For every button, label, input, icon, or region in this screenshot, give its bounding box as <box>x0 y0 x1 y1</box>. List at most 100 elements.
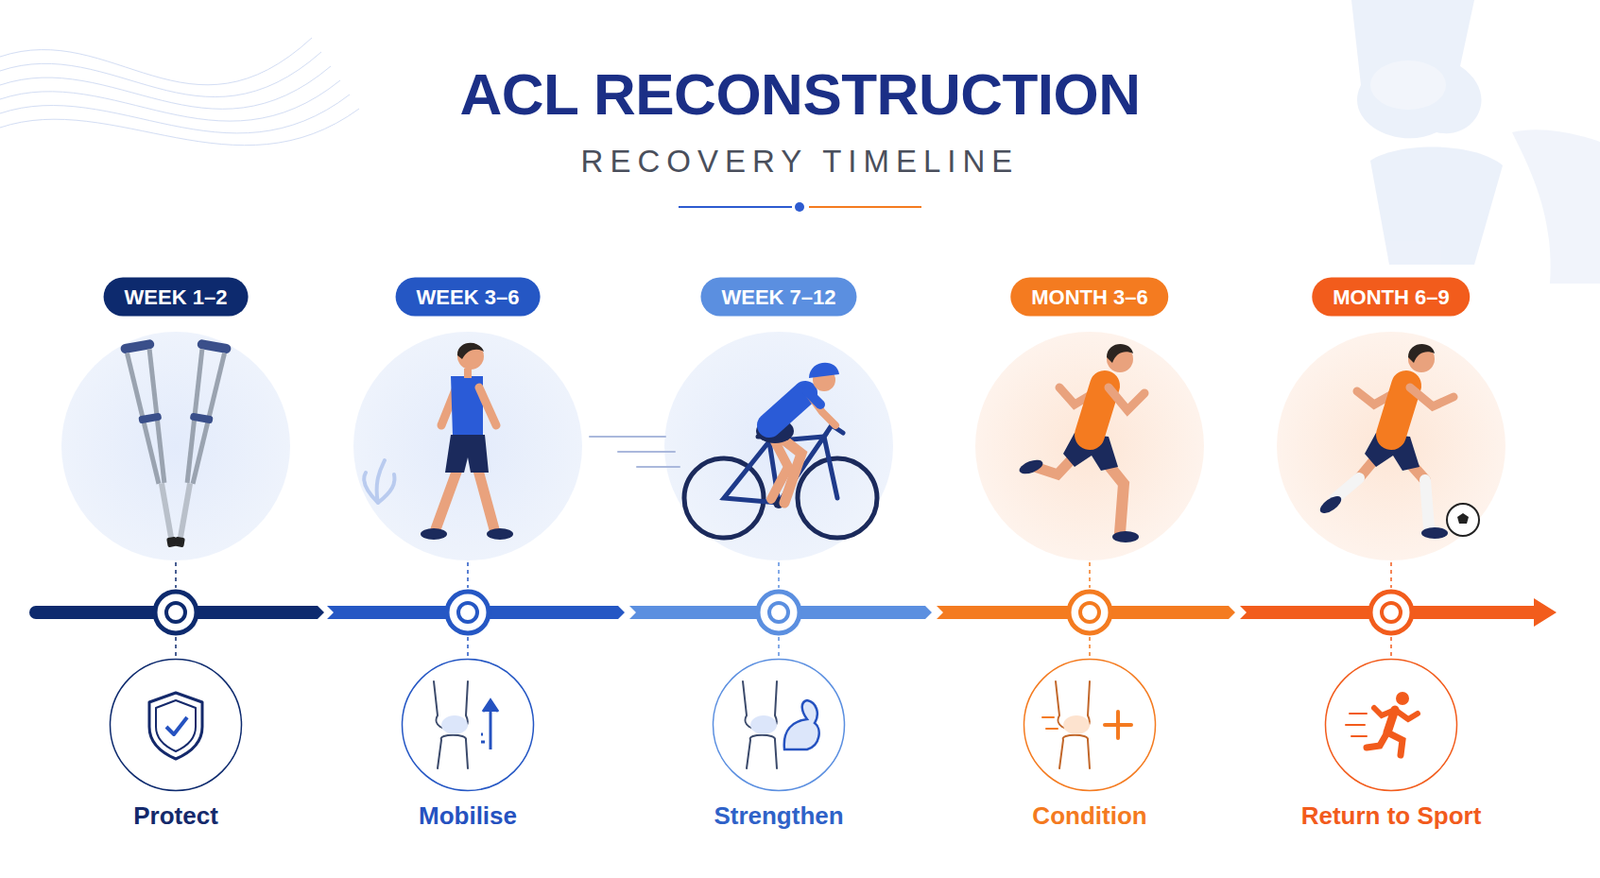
wave-decoration-part <box>0 108 360 146</box>
phase-name: Strengthen <box>713 801 844 831</box>
title-divider <box>678 202 922 212</box>
phase-period: WEEK 1–2 <box>124 285 228 310</box>
phase-icon-circle: Strengthen <box>711 657 846 792</box>
timeline-dot-inner <box>1381 602 1401 622</box>
dashed-leader <box>174 562 177 588</box>
icon-circle <box>1024 659 1156 792</box>
title: ACL RECONSTRUCTION <box>459 61 1140 127</box>
walking-figure-part <box>486 528 514 540</box>
crutches-illustration-part-part <box>161 482 172 539</box>
icon-circle <box>110 659 242 792</box>
wave-decoration <box>0 37 360 146</box>
phase-icon-circle: Mobilise <box>400 657 535 792</box>
sport-icon-part <box>1366 732 1388 748</box>
cyclist-figure-part <box>589 435 666 438</box>
dashed-leader <box>1088 636 1091 656</box>
knee-watermark-part <box>1370 60 1446 110</box>
mobilise-icon-part-part <box>482 700 499 712</box>
soccer-figure-part <box>1334 478 1360 499</box>
shield-icon <box>149 692 203 759</box>
knee-watermark-part <box>1370 147 1503 265</box>
icon-circle-outline <box>1022 657 1157 792</box>
timeline-dot-inner <box>458 602 478 622</box>
crutches-illustration-part-part <box>180 482 190 539</box>
crutches-illustration-part <box>162 339 233 551</box>
soccer-figure-part <box>1425 480 1429 528</box>
phase-pill: WEEK 1–2 <box>103 277 249 317</box>
mobilise-icon-part <box>433 681 468 769</box>
phase-name: Mobilise <box>418 801 517 831</box>
phase-pill: WEEK 3–6 <box>395 277 541 317</box>
crutches-illustration <box>120 339 232 551</box>
dashed-leader <box>1390 562 1393 588</box>
stage-backdrops-part <box>664 331 894 561</box>
shield-icon-part <box>149 692 203 759</box>
strengthen-icon-part <box>750 715 777 735</box>
walking-figure-part <box>445 434 489 473</box>
timeline-dot-inner <box>769 602 789 622</box>
phase-pill: MONTH 3–6 <box>1010 277 1169 317</box>
stage-backdrops-part <box>1276 331 1506 561</box>
knee-watermark <box>1351 0 1600 284</box>
subtitle: RECOVERY TIMELINE <box>581 143 1020 179</box>
subtitle-row: RECOVERY TIMELINE <box>0 143 1600 180</box>
title-divider-part <box>808 206 922 208</box>
sport-icon-part <box>1394 709 1418 720</box>
crutches-illustration-part-part <box>137 412 162 424</box>
phase-pill: WEEK 7–12 <box>700 277 857 317</box>
dashed-leader <box>777 562 780 588</box>
walking-figure-part <box>479 387 497 426</box>
sport-icon-part <box>1351 735 1367 738</box>
dashed-leader <box>1088 562 1091 588</box>
mobilise-icon-part <box>441 715 468 735</box>
icon-circle <box>402 659 534 792</box>
timeline-dot <box>154 591 197 634</box>
walking-figure-part <box>457 343 484 360</box>
dashed-leader <box>1390 636 1393 656</box>
runner-figure-part <box>1106 344 1134 363</box>
phase-name: Return to Sport <box>1301 801 1482 831</box>
soccer-figure-part <box>1408 344 1435 363</box>
strengthen-icon-part <box>784 700 820 750</box>
soccer-figure-part <box>1410 387 1454 407</box>
strengthen-icon <box>742 681 820 769</box>
illustration-layer-part <box>29 562 1557 656</box>
timeline-dot <box>757 591 800 634</box>
condition-icon-part <box>1055 681 1090 769</box>
stage-backdrops <box>61 331 1506 561</box>
wave-decoration-part <box>0 51 322 98</box>
phase-name: Protect <box>133 801 219 831</box>
soccer-figure-part <box>1457 513 1469 524</box>
phase-name: Condition <box>1032 801 1147 831</box>
wave-decoration-part <box>0 80 341 121</box>
condition-icon-part <box>1042 711 1132 739</box>
timeline-dot-inner <box>166 602 186 622</box>
timeline-dot-inner <box>1080 602 1100 622</box>
phase-icon-circle: Return to Sport <box>1324 657 1459 792</box>
cyclist-figure-part <box>807 391 821 405</box>
icon-circle-outline <box>1324 657 1459 792</box>
title-row: ACL RECONSTRUCTION <box>0 60 1600 128</box>
condition-icon-part-part <box>1046 727 1058 730</box>
cyclist-figure-part <box>769 393 806 426</box>
stage-backdrops-part <box>61 331 291 561</box>
phase-pill: MONTH 6–9 <box>1311 277 1470 317</box>
cyclist-figure-part <box>807 391 836 426</box>
stage-backdrops-part <box>975 331 1205 561</box>
icon-circle <box>1325 659 1458 792</box>
phase-period: MONTH 3–6 <box>1031 285 1148 310</box>
icon-circle <box>713 659 845 792</box>
shield-icon-part <box>166 717 188 735</box>
runner-figure-part <box>1089 385 1105 435</box>
condition-icon-part-part <box>1104 722 1132 727</box>
walking-figure-part <box>363 460 395 503</box>
walking-figure <box>363 343 514 540</box>
mobilise-icon-part <box>481 700 499 750</box>
knee-watermark-part <box>1512 129 1600 284</box>
cyclist-figure-part <box>808 362 840 379</box>
phase-period: WEEK 7–12 <box>721 285 836 310</box>
soccer-figure-part <box>1317 493 1344 517</box>
walking-figure-part <box>464 368 472 379</box>
title-divider-part <box>678 206 792 208</box>
sport-icon-part <box>1349 712 1367 715</box>
